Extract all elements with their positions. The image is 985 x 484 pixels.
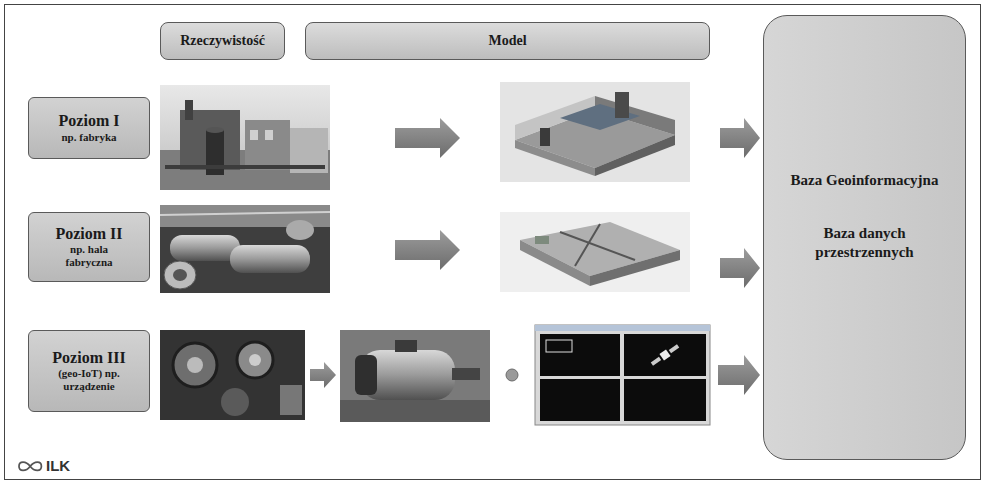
box-title: Rzeczywistość — [180, 33, 265, 50]
box-title: Poziom I — [59, 112, 120, 130]
motor-photo — [340, 330, 490, 422]
box-text: np. fabryka — [61, 131, 116, 144]
machine-photo — [160, 330, 305, 420]
hall-model — [500, 212, 690, 292]
factory-photo — [160, 85, 330, 190]
box-title: Model — [488, 33, 526, 50]
level-box: Poziom III(geo-IoT) np. urządzenie — [28, 330, 150, 412]
header-box: Rzeczywistość — [160, 22, 285, 60]
database-box: Baza GeoinformacyjnaBaza danych przestrz… — [763, 15, 966, 460]
level-box: Poziom IInp. hala fabryczna — [28, 212, 150, 282]
logo-symbol — [19, 462, 41, 470]
box-text: (geo-IoT) np. urządzenie — [52, 367, 126, 393]
header-box: Model — [305, 22, 710, 60]
frame — [5, 5, 981, 480]
box-text: Baza danych przestrzennych — [790, 224, 940, 262]
level-box: Poziom Inp. fabryka — [28, 97, 150, 159]
factory-model — [500, 82, 690, 182]
box-text: np. hala fabryczna — [52, 243, 126, 269]
join-symbol — [506, 369, 518, 381]
flow-arrow — [310, 118, 760, 395]
software-screenshot — [535, 325, 710, 425]
logo-text: ILK — [46, 458, 70, 473]
box-title: Baza Geoinformacyjna — [791, 171, 939, 190]
box-title: Poziom III — [52, 349, 125, 367]
box-title: Poziom II — [55, 225, 122, 243]
hall-photo — [160, 205, 330, 293]
